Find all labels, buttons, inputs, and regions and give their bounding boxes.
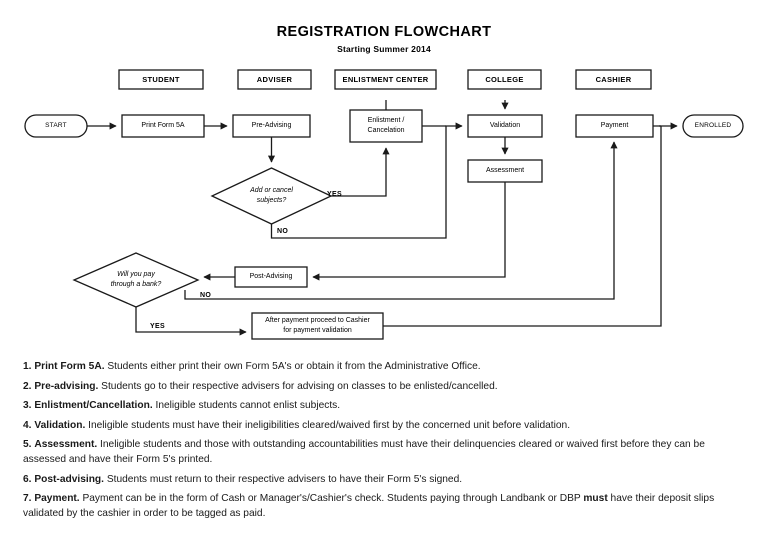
legend-text-6: Students must return to their respective…	[103, 473, 463, 485]
legend-item-6: 6. Post-advising. Students must return t…	[23, 473, 745, 488]
node-shape-assessment	[467, 159, 543, 183]
header-box-cashier	[575, 69, 652, 90]
legend-text-1: Students either print their own Form 5A'…	[104, 361, 481, 372]
legend-term-7: Payment.	[34, 493, 80, 505]
legend-num-2: 2.	[23, 380, 32, 392]
node-shape-post-advising	[234, 266, 308, 288]
header-box-student	[118, 69, 204, 90]
node-shape-bank	[72, 252, 200, 308]
node-shape-validation	[467, 114, 543, 138]
legend-term-6: Post-advising.	[34, 473, 104, 485]
legend-item-1: 1. Print Form 5A. Students either print …	[23, 360, 745, 375]
edge-bank-no-to-payment	[184, 141, 618, 300]
legend-term-2: Pre-advising.	[34, 380, 99, 392]
flowchart-svg	[24, 69, 744, 340]
legend-term-4: Validation.	[34, 419, 86, 431]
title-block: REGISTRATION FLOWCHART Starting Summer 2…	[0, 24, 768, 55]
edge-no-to-validation	[270, 122, 463, 239]
flowchart-diagram: STUDENT ADVISER ENLISTMENT CENTER COLLEG…	[24, 69, 744, 340]
node-shape-after-payment	[251, 312, 384, 340]
legend-item-2: 2. Pre-advising. Students go to their re…	[23, 380, 745, 395]
legend-item-5: 5. Assessment. Ineligible students and t…	[23, 438, 745, 467]
legend-term-1: Print Form 5A.	[34, 361, 105, 372]
legend-bold-tail-7: must	[583, 493, 608, 505]
legend-item-3: 3. Enlistment/Cancellation. Ineligible s…	[23, 399, 745, 414]
legend-text-4: Ineligible students must have their inel…	[85, 419, 571, 431]
legend-num-1: 1.	[23, 361, 32, 372]
page-title: REGISTRATION FLOWCHART	[276, 24, 492, 40]
node-shape-start	[24, 114, 88, 138]
header-box-enlistment-center	[334, 69, 437, 90]
legend-text-7: Payment can be in the form of Cash or Ma…	[79, 493, 584, 505]
header-box-adviser	[237, 69, 312, 90]
legend-text2-7: have their deposit slips validated by th…	[23, 493, 715, 519]
legend-list: 1. Print Form 5A. Students either print …	[23, 360, 745, 526]
legend-num-4: 4.	[23, 419, 32, 431]
legend-term-3: Enlistment/Cancellation.	[34, 400, 153, 412]
header-box-college	[467, 69, 542, 90]
node-shape-enrolled	[682, 114, 744, 138]
edge-bank-yes-to-afterpayment	[135, 307, 247, 336]
legend-num-6: 6.	[23, 473, 32, 485]
legend-text-3: Ineligible students cannot enlist subjec…	[152, 400, 341, 412]
legend-item-4: 4. Validation. Ineligible students must …	[23, 419, 745, 434]
node-shape-payment	[575, 114, 654, 138]
edge-assessment-to-postadvising	[312, 182, 506, 281]
legend-num-3: 3.	[23, 400, 32, 412]
legend-item-7: 7. Payment. Payment can be in the form o…	[23, 492, 745, 521]
node-shape-print-form	[121, 114, 205, 138]
legend-num-5: 5.	[23, 439, 32, 451]
node-shape-add-cancel	[210, 167, 333, 225]
node-shape-pre-advising	[232, 114, 311, 138]
legend-term-5: Assessment.	[34, 439, 98, 451]
edge-yes-to-enlistment	[331, 147, 390, 197]
legend-text-2: Students go to their respective advisers…	[98, 380, 498, 392]
node-shape-enlistment	[349, 109, 423, 143]
legend-num-7: 7.	[23, 493, 32, 505]
page-subtitle: Starting Summer 2014	[337, 44, 431, 54]
edge-afterpayment-to-payment	[383, 126, 662, 327]
legend-text-5: Ineligible students and those with outst…	[23, 439, 705, 465]
